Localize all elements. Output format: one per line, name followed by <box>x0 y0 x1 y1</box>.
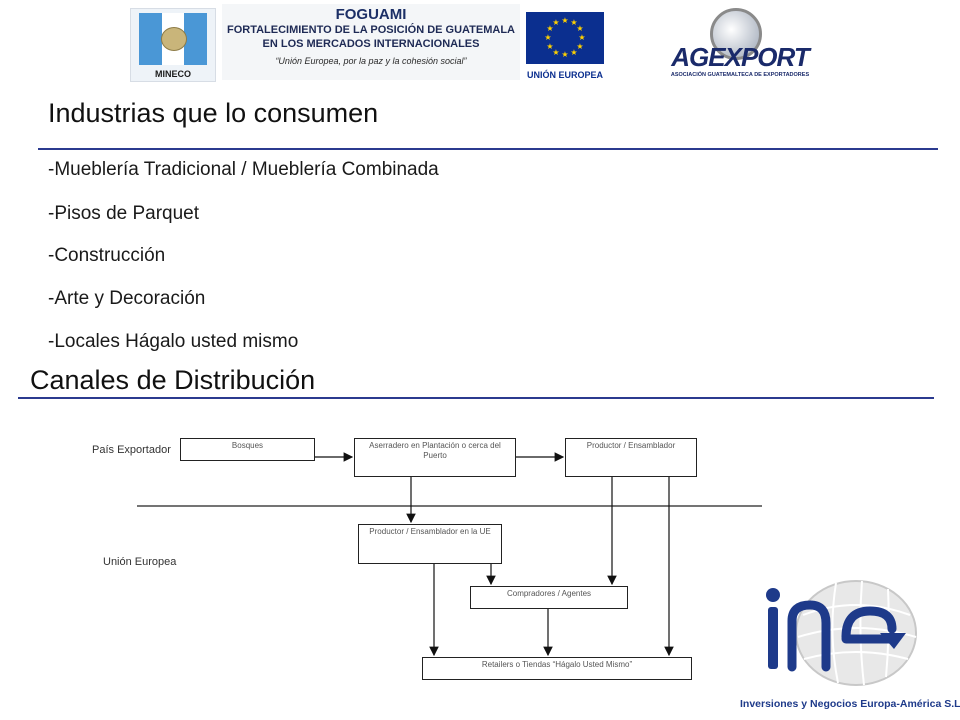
svg-text:★: ★ <box>546 42 553 51</box>
svg-text:★: ★ <box>570 18 577 27</box>
box-bosques: Bosques <box>180 438 315 461</box>
svg-text:★: ★ <box>578 33 585 42</box>
svg-text:★: ★ <box>544 33 551 42</box>
eu-flag-icon: ★★★ ★★★ ★★★ ★★★ <box>526 12 604 64</box>
box-productor: Productor / Ensamblador <box>565 438 697 477</box>
box-retailers: Retailers o Tiendas “Hágalo Usted Mismo” <box>422 657 692 680</box>
mineco-label: MINECO <box>155 69 191 79</box>
foguami-line2: EN LOS MERCADOS INTERNACIONALES <box>262 38 480 50</box>
globe-icon <box>766 580 917 686</box>
agexport-subtitle: ASOCIACIÓN GUATEMALTECA DE EXPORTADORES <box>670 72 810 78</box>
box-compradores: Compradores / Agentes <box>470 586 628 609</box>
list-item: -Arte y Decoración <box>48 288 206 309</box>
foguami-banner: FOGUAMI FORTALECIMIENTO DE LA POSICIÓN D… <box>222 4 520 80</box>
agexport-wordmark: AGEXPORT <box>671 42 809 72</box>
company-name: Inversiones y Negocios Europa-América S.… <box>740 698 960 710</box>
agexport-logo: AGEXPORT ASOCIACIÓN GUATEMALTECA DE EXPO… <box>640 4 840 82</box>
list-item: -Construcción <box>48 245 166 266</box>
svg-text:★: ★ <box>561 50 568 59</box>
mineco-logo: MINECO <box>130 8 216 82</box>
section-title-canales: Canales de Distribución <box>30 365 316 395</box>
header-logos: MINECO FOGUAMI FORTALECIMIENTO DE LA POS… <box>0 0 960 88</box>
svg-text:★: ★ <box>561 16 568 25</box>
divider <box>18 397 934 399</box>
globe-icon <box>710 8 762 60</box>
svg-text:★: ★ <box>552 18 559 27</box>
region-label-exporter: País Exportador <box>92 444 171 456</box>
list-item: -Pisos de Parquet <box>48 203 200 224</box>
list-item: -Mueblería Tradicional / Mueblería Combi… <box>48 159 439 180</box>
svg-text:★: ★ <box>576 24 583 33</box>
divider <box>38 148 938 150</box>
foguami-line1: FORTALECIMIENTO DE LA POSICIÓN DE GUATEM… <box>226 24 516 36</box>
foguami-tagline: “Unión Europea, por la paz y la cohesión… <box>275 56 467 66</box>
svg-text:★: ★ <box>546 24 553 33</box>
eu-logo: ★★★ ★★★ ★★★ ★★★ UNIÓN EUROPEA <box>522 8 608 84</box>
list-item: -Locales Hágalo usted mismo <box>48 331 299 352</box>
eu-label: UNIÓN EUROPEA <box>526 70 603 80</box>
box-aserradero: Aserradero en Plantación o cerca del Pue… <box>354 438 516 477</box>
region-label-eu: Unión Europea <box>103 556 177 568</box>
foguami-title: FOGUAMI <box>335 6 407 23</box>
ineal-logo: Inversiones y Negocios Europa-América S.… <box>740 575 960 715</box>
svg-text:★: ★ <box>576 42 583 51</box>
box-productor-ue: Productor / Ensamblador en la UE <box>358 524 502 564</box>
svg-text:★: ★ <box>570 48 577 57</box>
svg-text:★: ★ <box>552 48 559 57</box>
section-title-industrias: Industrias que lo consumen <box>48 98 379 128</box>
coat-of-arms-icon <box>161 27 187 51</box>
